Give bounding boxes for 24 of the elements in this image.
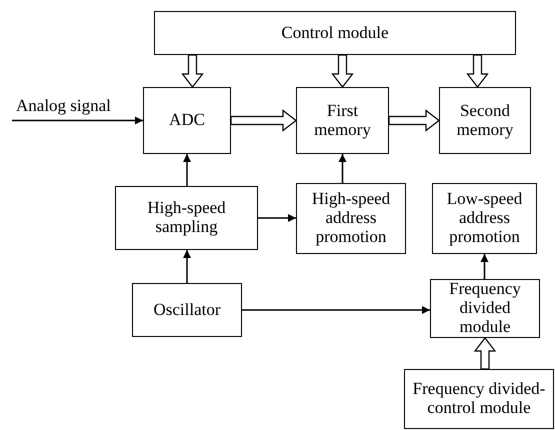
arrow bbox=[242, 306, 430, 314]
hollow-arrow bbox=[466, 54, 489, 88]
process-box: High-speed address promotion bbox=[296, 183, 406, 254]
hollow-arrow bbox=[388, 109, 440, 132]
process-box: Second memory bbox=[439, 87, 531, 154]
process-box: First memory bbox=[296, 87, 389, 154]
process-box: Low-speed address promotion bbox=[432, 183, 537, 254]
arrow bbox=[183, 154, 191, 186]
process-box: Frequency divided-control module bbox=[404, 369, 554, 429]
process-box: High-speed sampling bbox=[115, 186, 258, 250]
arrow bbox=[338, 154, 346, 183]
edge-label: Analog signal bbox=[16, 96, 111, 114]
process-box: Oscillator bbox=[132, 283, 242, 337]
process-box: Control module bbox=[154, 11, 516, 55]
arrow bbox=[258, 214, 296, 222]
process-box: ADC bbox=[143, 87, 231, 154]
arrow bbox=[12, 116, 143, 124]
hollow-arrow bbox=[181, 54, 204, 88]
arrow bbox=[480, 254, 488, 279]
arrow bbox=[183, 250, 191, 283]
hollow-arrow bbox=[331, 54, 354, 88]
process-box: Frequency divided module bbox=[430, 279, 540, 338]
hollow-arrow bbox=[474, 337, 496, 370]
hollow-arrow bbox=[230, 109, 297, 132]
